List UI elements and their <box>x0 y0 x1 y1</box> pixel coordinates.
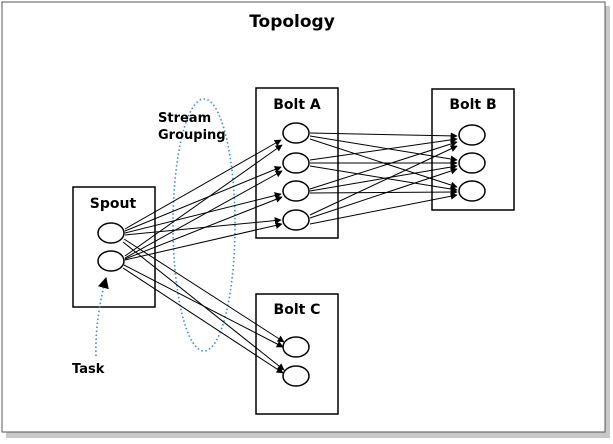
edge-a3-b3 <box>309 188 458 196</box>
stream-grouping-label-line1: Stream <box>158 111 211 126</box>
spout-task-1 <box>97 222 125 244</box>
edge-a1-b2 <box>309 135 458 163</box>
edge-spout2-a3 <box>124 196 283 260</box>
spout-task-2 <box>97 250 125 272</box>
edge-spout1-a1 <box>124 139 282 230</box>
spout-label: Spout <box>90 196 137 212</box>
bolt-a-task-1 <box>282 122 310 144</box>
edge-spout2-a1 <box>124 144 283 257</box>
bolt-a-task-4 <box>282 209 310 231</box>
bolt-c-box <box>255 293 339 415</box>
edge-spout2-a2 <box>124 170 283 259</box>
edge-spout1-c1 <box>123 238 285 343</box>
edge-spout1-a2 <box>124 166 282 232</box>
edge-spout2-a4 <box>124 221 283 261</box>
edge-a3-b1 <box>309 140 458 190</box>
bolt-b-label: Bolt B <box>449 97 496 113</box>
bolt-c-task-1 <box>282 336 310 358</box>
edge-a4-b1 <box>309 145 458 216</box>
bolt-a-task-3 <box>282 180 310 202</box>
bolt-c-task-2 <box>282 365 310 387</box>
bolt-b-task-1 <box>458 124 486 146</box>
bolt-c-label: Bolt C <box>274 302 321 318</box>
stream-grouping-label-line2: Grouping <box>158 128 226 143</box>
task-pointer-arrow <box>95 276 109 357</box>
stream-grouping-ellipse <box>172 98 236 352</box>
stream-edges <box>122 132 458 374</box>
edge-spout1-a3 <box>124 192 282 234</box>
bolt-a-label: Bolt A <box>273 97 321 113</box>
bolt-b-task-2 <box>458 152 486 174</box>
edge-spout1-a4 <box>124 217 282 236</box>
edge-a4-b3 <box>309 192 458 225</box>
edge-spout2-c2 <box>122 267 284 374</box>
edge-a4-b2 <box>309 167 458 219</box>
diagram-title: Topology <box>249 12 335 32</box>
edge-a1-b1 <box>309 132 458 140</box>
bolt-b-task-3 <box>458 180 486 202</box>
edge-a3-b2 <box>309 163 458 192</box>
edge-spout2-c1 <box>123 264 284 348</box>
bolt-a-task-2 <box>282 152 310 174</box>
task-label: Task <box>72 362 105 377</box>
edge-a2-b1 <box>309 136 458 161</box>
